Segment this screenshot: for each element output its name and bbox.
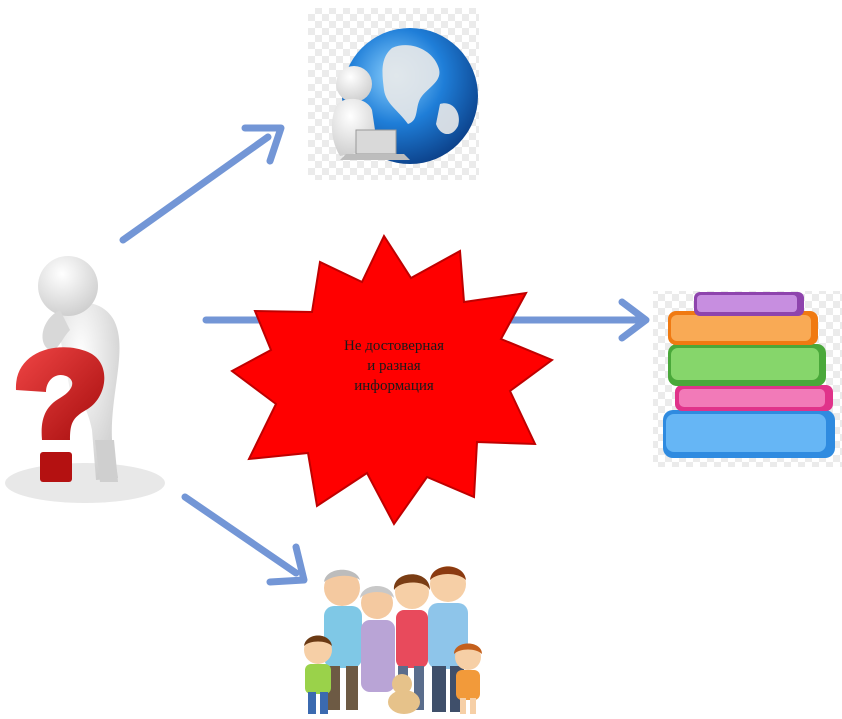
books-image xyxy=(653,291,842,467)
internet-image xyxy=(308,8,479,180)
center-starburst xyxy=(230,233,555,526)
starburst-label: Не достоверная и разная информация xyxy=(305,336,483,396)
arrow-to-family xyxy=(181,493,308,586)
arrow-to-internet xyxy=(119,124,285,244)
thinking-person-image xyxy=(5,256,165,503)
family-image xyxy=(304,566,482,714)
starburst-label-line-3: информация xyxy=(354,378,434,394)
starburst-label-line-1: Не достоверная xyxy=(344,338,444,354)
starburst-label-line-2: и разная xyxy=(367,358,421,374)
